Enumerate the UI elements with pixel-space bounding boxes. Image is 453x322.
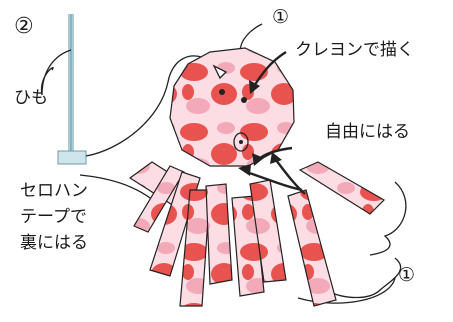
callout-marker: ① [398,264,416,286]
leg [287,189,337,307]
tape-label-line: 裏にはる [20,233,88,253]
leg [133,165,185,233]
leg [298,161,385,215]
hanging-rod [57,14,87,165]
leg [205,183,233,285]
tape-label-line: セロハン [20,181,88,201]
octopus-legs [128,161,385,307]
step-marker: ② [14,14,34,39]
octopus-head [169,47,295,167]
free-stick-label: 自由にはる [325,122,410,142]
crayon-label: クレヨンで描く [295,40,414,60]
tape-label-line: テープで [20,207,87,227]
arrows [238,50,306,195]
octopus-face [212,64,249,152]
callout-marker: ① [272,6,290,28]
tape-label: セロハン テープで 裏にはる [20,178,88,256]
leg [149,171,201,277]
string-label: ひも [14,88,48,108]
